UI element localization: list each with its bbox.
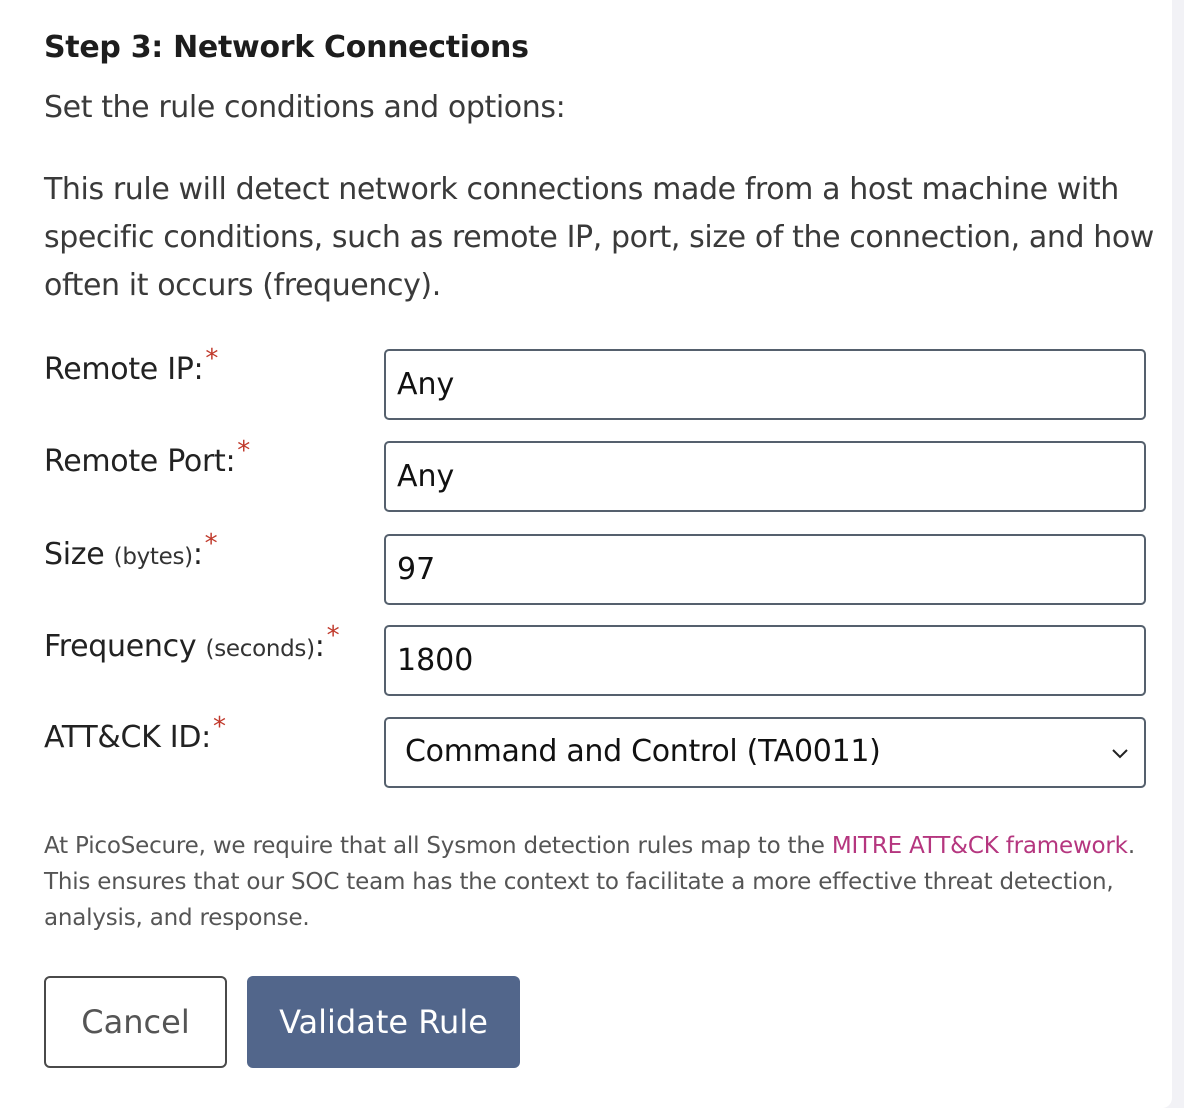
mitre-attck-link[interactable]: MITRE ATT&CK framework [831, 833, 1128, 859]
frequency-unit: (seconds) [205, 636, 316, 662]
size-input[interactable] [384, 534, 1146, 605]
size-unit: (bytes) [113, 544, 194, 570]
chevron-down-icon [1112, 749, 1128, 759]
remote-ip-input[interactable] [384, 349, 1146, 420]
size-label: Size (bytes):* [44, 529, 218, 572]
remote-ip-label: Remote IP:* [44, 344, 218, 387]
attck-id-label-text: ATT&CK ID: [44, 720, 211, 755]
required-mark: * [326, 621, 340, 651]
frequency-input[interactable] [384, 625, 1146, 696]
attck-note: At PicoSecure, we require that all Sysmo… [44, 828, 1144, 936]
frequency-colon: : [314, 629, 325, 664]
cancel-button[interactable]: Cancel [44, 976, 227, 1068]
page-title: Step 3: Network Connections [44, 30, 529, 65]
required-mark: * [237, 436, 250, 466]
size-label-text: Size [44, 537, 105, 572]
required-mark: * [212, 712, 226, 742]
rule-description: This rule will detect network connection… [44, 172, 1154, 303]
remote-port-label: Remote Port:* [44, 436, 250, 479]
remote-port-label-text: Remote Port: [44, 444, 236, 479]
page-subtitle: Set the rule conditions and options: [44, 90, 566, 125]
frequency-label-text: Frequency [44, 629, 197, 664]
size-colon: : [192, 537, 203, 572]
attck-id-select[interactable]: Command and Control (TA0011) [384, 717, 1146, 788]
required-mark: * [205, 344, 219, 374]
validate-rule-button[interactable]: Validate Rule [247, 976, 520, 1068]
remote-ip-label-text: Remote IP: [44, 352, 204, 387]
attck-id-label: ATT&CK ID:* [44, 712, 226, 755]
frequency-label: Frequency (seconds):* [44, 621, 340, 664]
attck-id-selected-value: Command and Control (TA0011) [405, 734, 881, 769]
note-text-after: . This ensures that our SOC team has the… [44, 833, 1135, 931]
note-text-before: At PicoSecure, we require that all Sysmo… [44, 833, 832, 859]
required-mark: * [204, 529, 218, 559]
remote-port-input[interactable] [384, 441, 1146, 512]
